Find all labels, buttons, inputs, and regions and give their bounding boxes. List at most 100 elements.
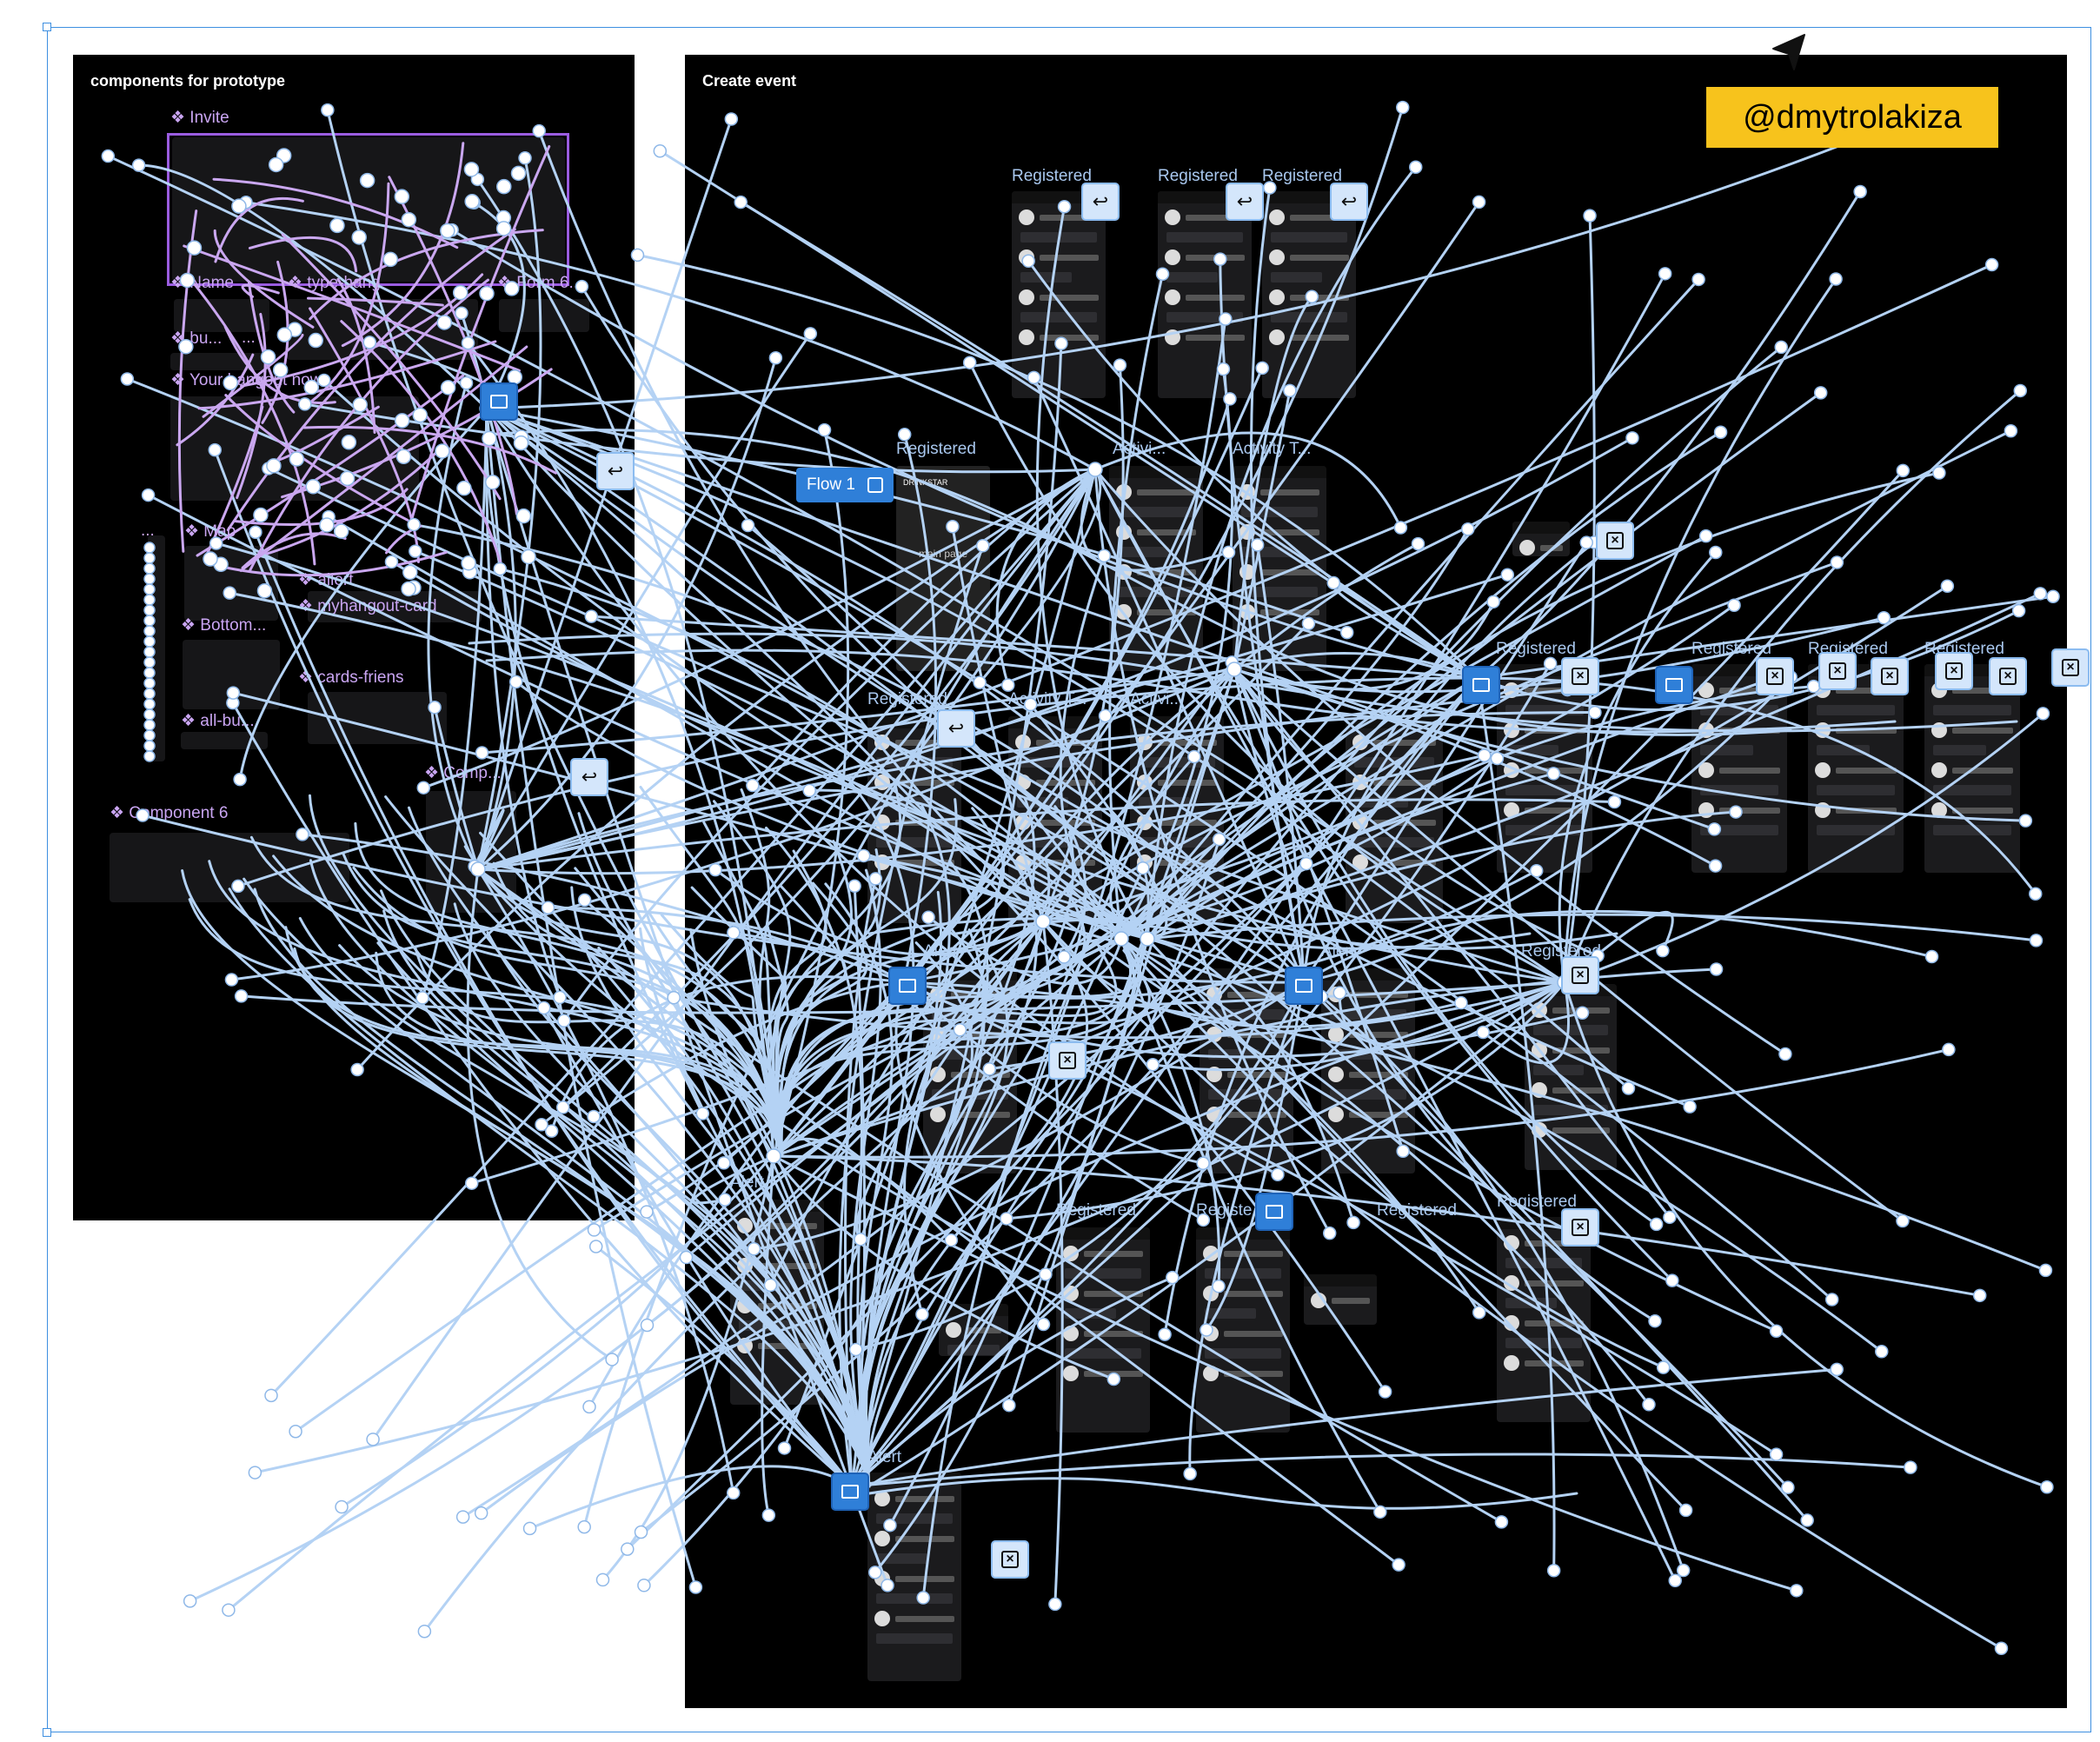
connection-node[interactable]	[582, 1400, 596, 1414]
component-preview[interactable]	[184, 546, 278, 621]
prototype-screen-frame[interactable]	[1497, 1217, 1591, 1422]
connection-node[interactable]	[653, 143, 668, 158]
overlay-icon[interactable]	[1462, 666, 1500, 704]
prototype-screen-frame[interactable]	[1130, 716, 1224, 923]
close-x-icon[interactable]: ×	[2051, 648, 2090, 687]
frame-label[interactable]: Activity T...	[1008, 690, 1087, 708]
prototype-screen-frame[interactable]	[1346, 716, 1443, 923]
component-preview[interactable]	[287, 299, 478, 360]
prototype-screen-frame[interactable]	[867, 1473, 961, 1681]
back-arrow-icon[interactable]: ↩	[596, 452, 635, 490]
close-x-icon[interactable]: ×	[1561, 657, 1599, 695]
frame-label[interactable]: Activi...	[1130, 690, 1184, 708]
comp-label-ellipsis-2[interactable]: ...	[141, 522, 155, 540]
connection-node[interactable]	[417, 1624, 432, 1639]
prototype-screen-frame[interactable]	[1158, 191, 1252, 398]
component-preview[interactable]	[170, 353, 266, 370]
connection-node[interactable]	[605, 1353, 619, 1366]
connection-node[interactable]	[222, 1603, 236, 1617]
comp-label-component-6[interactable]: ❖ Component 6	[110, 804, 229, 822]
frame-label[interactable]: Registered	[896, 440, 976, 458]
prototype-screen-frame[interactable]	[1056, 1227, 1150, 1433]
connection-node[interactable]	[264, 1388, 278, 1403]
frame-label[interactable]: Alert	[923, 942, 958, 961]
frame-label[interactable]: Registered	[1691, 640, 1771, 658]
overlay-icon[interactable]	[888, 967, 927, 1005]
comp-label-all-bu[interactable]: ❖ all-bu...	[181, 712, 255, 730]
connection-node[interactable]	[366, 1433, 380, 1446]
connection-node[interactable]	[474, 1506, 488, 1520]
selection-handle-bl[interactable]	[43, 1728, 51, 1737]
component-preview[interactable]	[308, 692, 447, 744]
overlay-icon[interactable]	[1255, 1193, 1293, 1231]
selection-handle-tl[interactable]	[43, 23, 51, 31]
comp-label-allert[interactable]: ❖ allert	[298, 571, 354, 589]
overlay-icon[interactable]	[1655, 666, 1693, 704]
prototype-screen-frame[interactable]	[1525, 984, 1617, 1170]
close-x-icon[interactable]: ×	[1871, 657, 1909, 695]
frame-label[interactable]: Registered	[1262, 167, 1342, 185]
connection-node[interactable]	[335, 1499, 349, 1514]
component-preview[interactable]	[170, 396, 419, 501]
back-arrow-icon[interactable]: ↩	[1081, 183, 1120, 221]
frame-label[interactable]: Alert	[867, 1448, 902, 1466]
frame-label[interactable]: Activity T...	[1233, 440, 1312, 458]
frame-label[interactable]: Alert	[730, 1174, 765, 1192]
overlay-icon[interactable]	[831, 1473, 869, 1511]
comp-label-ellipsis[interactable]: ...	[242, 329, 256, 347]
prototype-screen-frame[interactable]	[1321, 968, 1415, 1174]
prototype-screen-frame[interactable]	[923, 968, 1017, 1174]
back-arrow-icon[interactable]: ↩	[1226, 183, 1264, 221]
prototype-screen-frame[interactable]	[1262, 191, 1356, 398]
connection-node[interactable]	[667, 990, 681, 1005]
prototype-screen-frame[interactable]	[730, 1200, 824, 1405]
component-preview[interactable]	[110, 833, 349, 902]
frame-label[interactable]: Activi...	[1113, 440, 1166, 458]
prototype-screen-frame[interactable]	[1008, 716, 1102, 923]
frame-label[interactable]: Registered	[1056, 1201, 1136, 1220]
prototype-screen-frame[interactable]	[1497, 664, 1592, 873]
comp-label-hangout-now[interactable]: ❖ Your hangout now	[170, 371, 322, 389]
prototype-screen-frame[interactable]	[1924, 664, 2020, 873]
close-x-icon[interactable]: ×	[1756, 657, 1794, 695]
comp-label-invite[interactable]: ❖ Invite	[170, 109, 229, 127]
component-preview[interactable]	[172, 137, 565, 282]
close-x-icon[interactable]: ×	[1048, 1041, 1087, 1080]
prototype-screen-frame[interactable]	[1200, 968, 1293, 1174]
connection-node[interactable]	[522, 1521, 537, 1536]
connection-node[interactable]	[637, 1579, 651, 1592]
comp-label-form[interactable]: ❖ Form 6...	[497, 274, 583, 292]
connection-node[interactable]	[455, 1510, 470, 1524]
back-arrow-icon[interactable]: ↩	[570, 758, 608, 796]
close-x-icon[interactable]: ×	[991, 1540, 1029, 1579]
connection-node[interactable]	[634, 1525, 648, 1539]
component-preview[interactable]	[174, 299, 269, 332]
close-x-icon[interactable]: ×	[1935, 652, 1973, 690]
comp-label-myhangout-card[interactable]: ❖ myhangout-card	[298, 597, 437, 615]
component-preview[interactable]	[499, 299, 589, 332]
prototype-screen-frame[interactable]	[1808, 664, 1904, 873]
connection-node[interactable]	[588, 1240, 603, 1253]
comp-label-type-hang[interactable]: ❖ type-hang	[288, 274, 381, 292]
comp-label-cards-friens[interactable]: ❖ cards-friens	[298, 668, 404, 687]
close-x-icon[interactable]: ×	[1818, 652, 1857, 690]
prototype-screen-frame[interactable]	[939, 1304, 1008, 1356]
component-preview[interactable]	[183, 640, 280, 709]
connection-node[interactable]	[595, 1572, 610, 1587]
prototype-screen-frame[interactable]	[1304, 1274, 1377, 1325]
back-arrow-icon[interactable]: ↩	[937, 709, 975, 748]
comp-label-comp[interactable]: ❖ Comp...	[424, 764, 502, 782]
connection-node[interactable]	[640, 1205, 654, 1219]
prototype-screen-frame[interactable]	[1691, 664, 1787, 873]
comp-label-bu[interactable]: ❖ bu...	[170, 329, 223, 348]
connection-node[interactable]	[289, 1425, 302, 1439]
component-preview[interactable]	[148, 535, 165, 761]
comp-label-map[interactable]: ❖ Map	[184, 522, 236, 541]
prototype-screen-frame[interactable]	[1233, 466, 1326, 671]
prototype-screen-frame[interactable]	[1512, 522, 1570, 556]
comp-label-name[interactable]: ❖ Name	[170, 274, 234, 292]
component-preview[interactable]	[426, 791, 516, 913]
flow-start-tag[interactable]: Flow 1	[796, 468, 894, 502]
close-x-icon[interactable]: ×	[1596, 522, 1634, 560]
